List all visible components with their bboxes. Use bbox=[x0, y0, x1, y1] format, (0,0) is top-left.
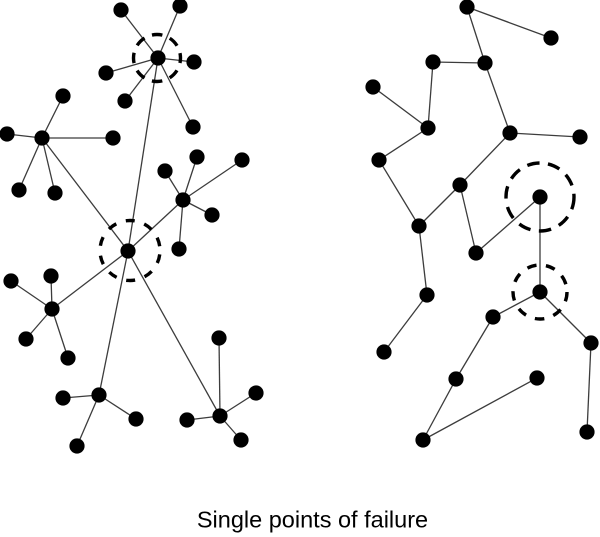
svg-text:Single points of failure: Single points of failure bbox=[197, 507, 428, 533]
